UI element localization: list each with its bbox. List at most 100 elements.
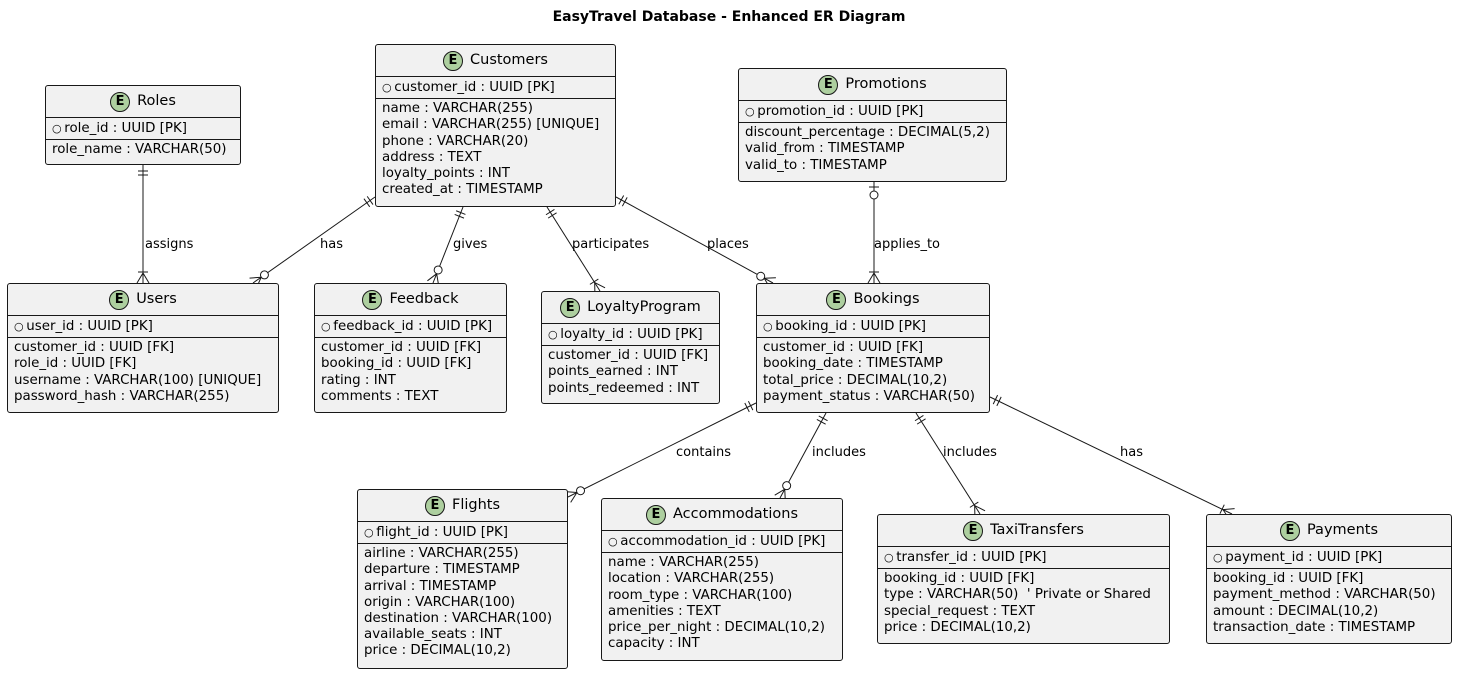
primary-key-text: user_id : UUID [PK]: [22, 319, 153, 334]
attribute-field: comments : TEXT: [321, 388, 439, 404]
attribute-list: customer_id : UUID [FK]points_earned : I…: [542, 346, 719, 399]
attribute-field: valid_to : TIMESTAMP: [745, 157, 887, 173]
entity-name: Bookings: [853, 291, 920, 308]
attribute-field: password_hash : VARCHAR(255): [14, 388, 230, 404]
attribute-list: airline : VARCHAR(255)departure : TIMEST…: [358, 544, 567, 661]
primary-key-text: transfer_id : UUID [PK]: [892, 550, 1047, 565]
primary-key-text: feedback_id : UUID [PK]: [329, 319, 493, 334]
attribute-field: amount : DECIMAL(10,2): [1213, 603, 1379, 619]
key-bullet-icon: ○: [608, 535, 618, 548]
attribute-field: room_type : VARCHAR(100): [608, 587, 793, 603]
primary-key-text: role_id : UUID [PK]: [60, 121, 187, 136]
entity-name: Roles: [137, 93, 176, 110]
key-bullet-icon: ○: [548, 328, 558, 341]
attribute-field: location : VARCHAR(255): [608, 571, 775, 587]
primary-key-field: ○ loyalty_id : UUID [PK]: [542, 324, 719, 347]
primary-key-text: accommodation_id : UUID [PK]: [616, 534, 826, 549]
relationship-roles-users: assigns: [136, 165, 194, 284]
attribute-list: booking_id : UUID [FK]payment_method : V…: [1207, 569, 1451, 638]
key-bullet-icon: ○: [52, 122, 62, 135]
primary-key-field: ○ booking_id : UUID [PK]: [757, 316, 989, 339]
attribute-list: booking_id : UUID [FK]type : VARCHAR(50)…: [878, 569, 1169, 638]
key-bullet-icon: ○: [14, 320, 24, 333]
attribute-field: booking_id : UUID [FK]: [1213, 571, 1364, 587]
attribute-field: transaction_date : TIMESTAMP: [1213, 619, 1416, 635]
attribute-field: capacity : INT: [608, 636, 700, 652]
relationship-bookings-taxi: includes: [914, 412, 997, 518]
attribute-list: name : VARCHAR(255)email : VARCHAR(255) …: [376, 99, 615, 200]
relationship-label: assigns: [145, 237, 194, 252]
key-bullet-icon: ○: [1213, 551, 1223, 564]
entity-bookings[interactable]: E Bookings ○ booking_id : UUID [PK]custome…: [756, 283, 990, 413]
attribute-field: booking_id : UUID [FK]: [321, 356, 472, 372]
key-bullet-icon: ○: [364, 526, 374, 539]
attribute-field: role_id : UUID [FK]: [14, 356, 137, 372]
relationship-label: participates: [572, 237, 649, 252]
entity-name: Flights: [451, 497, 501, 514]
attribute-field: arrival : TIMESTAMP: [364, 578, 497, 594]
relationship-bookings-payments: has: [989, 394, 1235, 520]
entity-name: Promotions: [845, 76, 927, 93]
entity-icon: E: [560, 297, 581, 318]
attribute-list: customer_id : UUID [FK]booking_id : UUID…: [315, 338, 506, 407]
key-bullet-icon: ○: [321, 320, 331, 333]
entity-header: E Promotions: [739, 69, 1006, 101]
relationship-customers-users: has: [249, 196, 376, 289]
primary-key-text: payment_id : UUID [PK]: [1221, 550, 1383, 565]
primary-key-text: loyalty_id : UUID [PK]: [556, 327, 703, 342]
attribute-field: booking_date : TIMESTAMP: [763, 356, 943, 372]
attribute-list: customer_id : UUID [FK]booking_date : TI…: [757, 338, 989, 407]
entity-icon: E: [443, 50, 463, 71]
relationship-label: has: [1120, 445, 1143, 460]
entity-header: E Customers: [376, 45, 615, 77]
relationship-label: gives: [453, 237, 488, 252]
attribute-field: type : VARCHAR(50) ' Private or Shared: [884, 587, 1151, 603]
attribute-field: origin : VARCHAR(100): [364, 594, 516, 610]
relationship-customers-loyalty: participates: [545, 206, 649, 295]
key-bullet-icon: ○: [763, 320, 773, 333]
attribute-field: payment_status : VARCHAR(50): [763, 388, 975, 404]
entity-icon: E: [818, 74, 839, 95]
entity-name: Feedback: [389, 291, 459, 308]
relationship-customers-bookings: places: [615, 195, 776, 289]
entity-header: E Bookings: [757, 284, 989, 316]
attribute-field: price : DECIMAL(10,2): [364, 643, 511, 659]
primary-key-field: ○ flight_id : UUID [PK]: [358, 522, 567, 545]
attribute-field: airline : VARCHAR(255): [364, 546, 519, 562]
attribute-field: departure : TIMESTAMP: [364, 562, 520, 578]
attribute-field: points_redeemed : INT: [548, 380, 700, 396]
entity-accommodations[interactable]: E Accommodations ○ accommodation_id : UUID…: [601, 498, 843, 661]
primary-key-field: ○ role_id : UUID [PK]: [46, 118, 240, 141]
entity-name: Customers: [470, 52, 548, 69]
attribute-field: customer_id : UUID [FK]: [763, 340, 924, 356]
entity-name: Payments: [1306, 522, 1379, 539]
attribute-field: customer_id : UUID [FK]: [14, 340, 175, 356]
attribute-field: address : TEXT: [382, 149, 482, 165]
key-bullet-icon: ○: [382, 81, 392, 94]
attribute-field: username : VARCHAR(100) [UNIQUE]: [14, 372, 262, 388]
relationship-label: includes: [812, 445, 866, 460]
entity-icon: E: [826, 289, 847, 310]
attribute-field: phone : VARCHAR(20): [382, 133, 529, 149]
relationship-promotions-bookings: applies_to: [867, 182, 940, 284]
entity-name: Accommodations: [672, 506, 799, 523]
relationship-customers-feedback: gives: [427, 206, 488, 286]
primary-key-field: ○ feedback_id : UUID [PK]: [315, 316, 506, 339]
attribute-field: points_earned : INT: [548, 364, 678, 380]
entity-icon: E: [645, 504, 666, 525]
attribute-field: available_seats : INT: [364, 627, 502, 643]
